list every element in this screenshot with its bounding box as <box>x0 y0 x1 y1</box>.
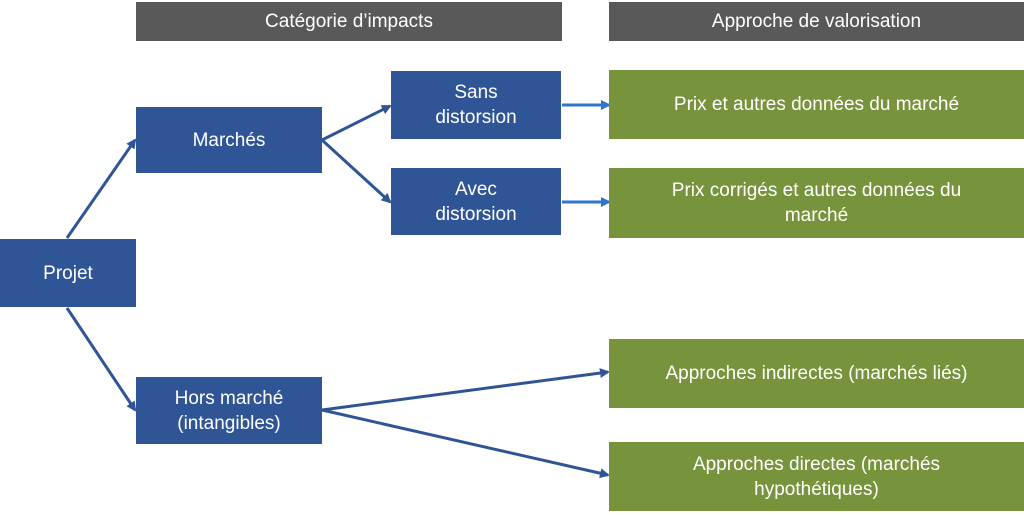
approach-prix-marche: Prix et autres données du marché <box>609 70 1024 139</box>
node-avec-distorsion: Avec distorsion <box>391 168 561 235</box>
header-categorie-impacts: Catégorie d’impacts <box>136 2 562 41</box>
header-approche-valorisation: Approche de valorisation <box>609 2 1024 41</box>
approach-directes: Approches directes (marchés hypothétique… <box>609 442 1024 511</box>
arrow-hors-directes <box>321 408 610 479</box>
node-projet: Projet <box>0 239 136 307</box>
node-sans-distorsion: Sans distorsion <box>391 71 561 139</box>
arrow-hors-indirectes <box>321 368 610 412</box>
arrow-projet-hors-marche <box>65 307 137 412</box>
approach-prix-corriges: Prix corrigés et autres données du march… <box>609 168 1024 238</box>
arrow-marches-avec <box>320 138 392 204</box>
node-marches: Marchés <box>136 107 322 173</box>
node-hors-marche: Hors marché (intangibles) <box>136 377 322 444</box>
arrow-projet-marches <box>65 138 137 239</box>
approach-indirectes: Approches indirectes (marchés liés) <box>609 339 1024 408</box>
arrow-marches-sans <box>321 104 392 142</box>
